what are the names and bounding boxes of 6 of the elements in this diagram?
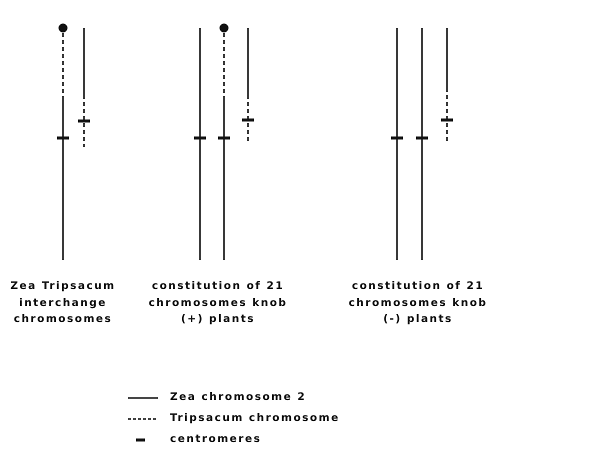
caption-text: Zea Tripsacum interchange chromosomes — [9, 279, 117, 327]
legend-text: centromeres — [170, 433, 262, 445]
legend-text: Zea chromosome 2 — [170, 391, 306, 403]
caption-text: constitution of 21 chromosomes knob (+) plants — [148, 279, 288, 327]
caption-text: constitution of 21 chromosomes knob (-) plants — [348, 279, 488, 327]
legend-text: Tripsacum chromosome — [170, 412, 340, 424]
